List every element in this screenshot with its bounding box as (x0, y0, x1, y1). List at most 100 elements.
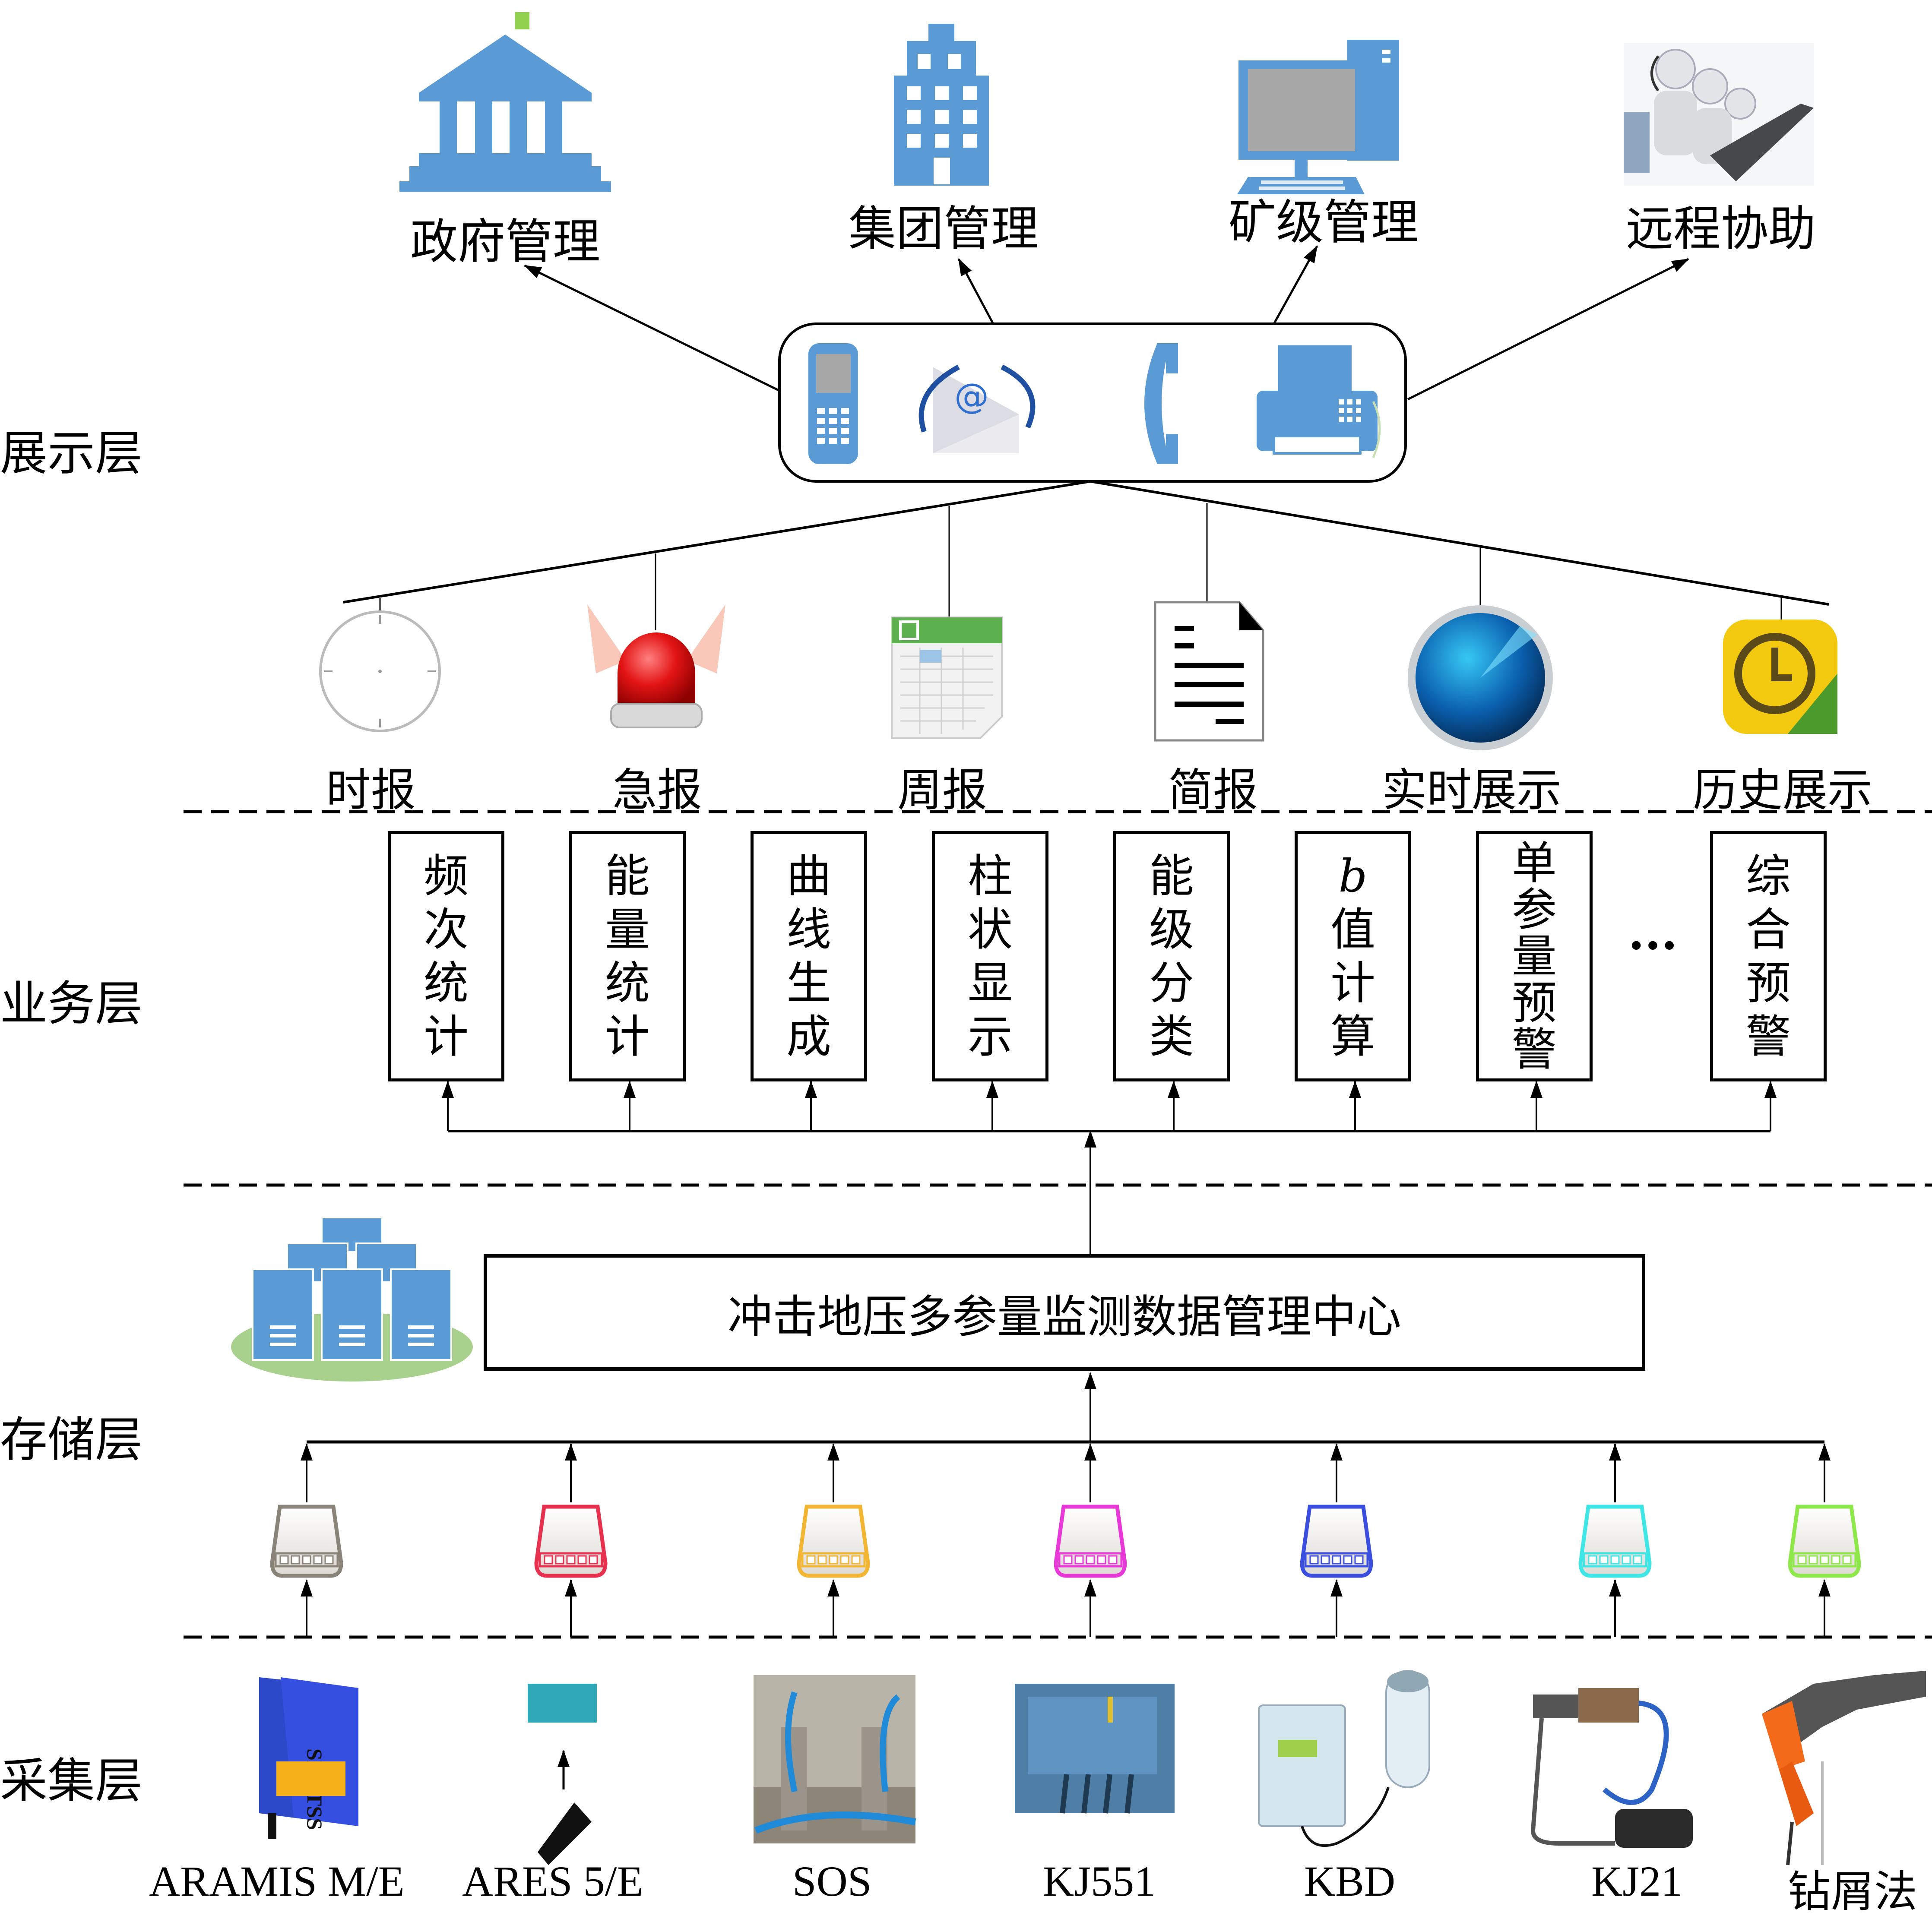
device-label-kj21: KJ21 (1591, 1857, 1683, 1905)
desktop-computer-icon (1237, 40, 1399, 194)
server-cluster-icon (231, 1217, 473, 1382)
business-module-box: 频次统计 (388, 831, 504, 1081)
device-label-kbd: KBD (1304, 1857, 1396, 1905)
business-module-char: 类 (1149, 1010, 1194, 1063)
report-label-urgent: 急报 (612, 764, 703, 816)
business-module-char: 计 (1330, 957, 1375, 1009)
arrow-to-mine (1273, 245, 1318, 325)
report-label-hourly: 时报 (326, 764, 416, 816)
layer-label-presentation: 展示层 (0, 426, 143, 481)
business-module-char: 次 (423, 903, 469, 956)
business-module-char: 单 (1511, 837, 1557, 889)
layer-label-business: 业务层 (0, 976, 143, 1031)
business-module-char: 柱 (967, 850, 1013, 902)
data-center-label: 冲击地压多参量监测数据管理中心 (727, 1290, 1401, 1343)
management-label-government: 政府管理 (410, 214, 600, 269)
report-label-brief: 简报 (1168, 764, 1258, 816)
business-module-box: 单参量预警 (1476, 831, 1593, 1081)
management-label-mine: 矿级管理 (1229, 195, 1419, 250)
business-module-char: 能 (1149, 850, 1194, 902)
router-icon (1300, 1443, 1373, 1637)
business-module-box: 能量统计 (569, 831, 686, 1081)
business-module-char: 统 (423, 957, 469, 1009)
business-module-char: 警 (1511, 1023, 1557, 1076)
history-clock-icon (1723, 620, 1837, 734)
report-connectors (343, 480, 1829, 630)
arrow-to-group (957, 258, 995, 325)
telephone-icon (1144, 343, 1178, 464)
business-module-char: 显 (967, 957, 1013, 1009)
business-ellipsis: ··· (1628, 917, 1678, 973)
drill-icon (1762, 1671, 1926, 1865)
business-module-char: 预 (1745, 957, 1791, 1009)
data-center-box: 冲击地压多参量监测数据管理中心 (484, 1254, 1645, 1371)
business-module-char: 曲 (786, 850, 831, 902)
business-module-char: 分 (1149, 957, 1194, 1009)
business-module-char: 线 (786, 903, 831, 956)
mobile-phone-icon (808, 343, 858, 464)
business-module-char: 计 (423, 1010, 469, 1063)
device-label-kj551: KJ551 (1043, 1857, 1156, 1905)
business-module-char: 状 (967, 903, 1013, 956)
business-module-char: 量 (1511, 930, 1557, 983)
device-label-sos: SOS (792, 1857, 872, 1905)
business-module-char: 统 (605, 957, 650, 1009)
business-module-char: 频 (423, 850, 469, 902)
radar-icon (1408, 605, 1553, 750)
business-module-box: 能级分类 (1113, 831, 1230, 1081)
government-building-icon (399, 12, 611, 192)
router-icon (1788, 1443, 1861, 1637)
svg-text:@: @ (954, 376, 989, 416)
ares-device-icon (528, 1684, 597, 1865)
report-label-realtime: 实时展示 (1382, 764, 1562, 816)
aramis-device-icon: SNDTSS (259, 1677, 358, 1839)
router-icon (797, 1443, 870, 1637)
document-icon (1154, 601, 1264, 742)
business-module-char: b (1338, 850, 1368, 902)
arrow-to-remote (1407, 258, 1689, 401)
business-module-box: 曲线生成 (751, 831, 867, 1081)
kbd-device-icon (1258, 1670, 1430, 1847)
spreadsheet-icon (891, 616, 1003, 739)
remote-support-icon (1624, 43, 1814, 186)
business-module-char: 生 (786, 957, 831, 1009)
business-module-char: 级 (1149, 903, 1194, 956)
router-icon (1054, 1443, 1127, 1637)
layer-label-storage: 存储层 (0, 1412, 143, 1467)
device-label-drill-cuttings: 钻屑法 (1788, 1868, 1917, 1916)
business-module-char: 合 (1745, 903, 1791, 956)
management-label-group: 集团管理 (849, 201, 1039, 256)
device-label-aramis: ARAMIS M/E (149, 1857, 405, 1905)
report-label-weekly: 周报 (897, 764, 988, 816)
business-module-box: 柱状显示 (932, 831, 1048, 1081)
report-label-history: 历史展示 (1693, 764, 1873, 816)
alarm-siren-icon (587, 604, 725, 728)
business-module-char: 值 (1330, 903, 1375, 956)
business-module-box: 综合预警 (1710, 831, 1827, 1081)
router-icon (534, 1443, 608, 1637)
business-module-char: 综 (1745, 850, 1791, 902)
device-label-ares: ARES 5/E (462, 1857, 643, 1905)
business-module-char: 参 (1511, 883, 1557, 936)
business-module-char: 量 (605, 903, 650, 956)
business-module-char: 示 (967, 1010, 1013, 1063)
clock-icon (319, 610, 441, 732)
business-module-char: 成 (786, 1010, 831, 1063)
kj21-device-icon (1530, 1688, 1693, 1848)
router-bus (307, 1372, 1824, 1444)
management-label-remote: 远程协助 (1626, 201, 1816, 256)
business-module-char: 警 (1745, 1010, 1791, 1063)
layer-label-collection: 采集层 (0, 1753, 143, 1808)
router-icon (1578, 1443, 1652, 1637)
sos-sensor-icon (754, 1675, 916, 1843)
kj551-device-icon (1015, 1684, 1175, 1814)
business-module-char: 能 (605, 850, 650, 902)
fax-icon (1257, 345, 1381, 458)
router-layer (270, 1443, 1861, 1637)
business-bus (442, 1081, 1777, 1254)
business-module-char: 计 (605, 1010, 650, 1063)
email-icon: @ (918, 364, 1036, 453)
arrow-to-government (524, 264, 780, 392)
